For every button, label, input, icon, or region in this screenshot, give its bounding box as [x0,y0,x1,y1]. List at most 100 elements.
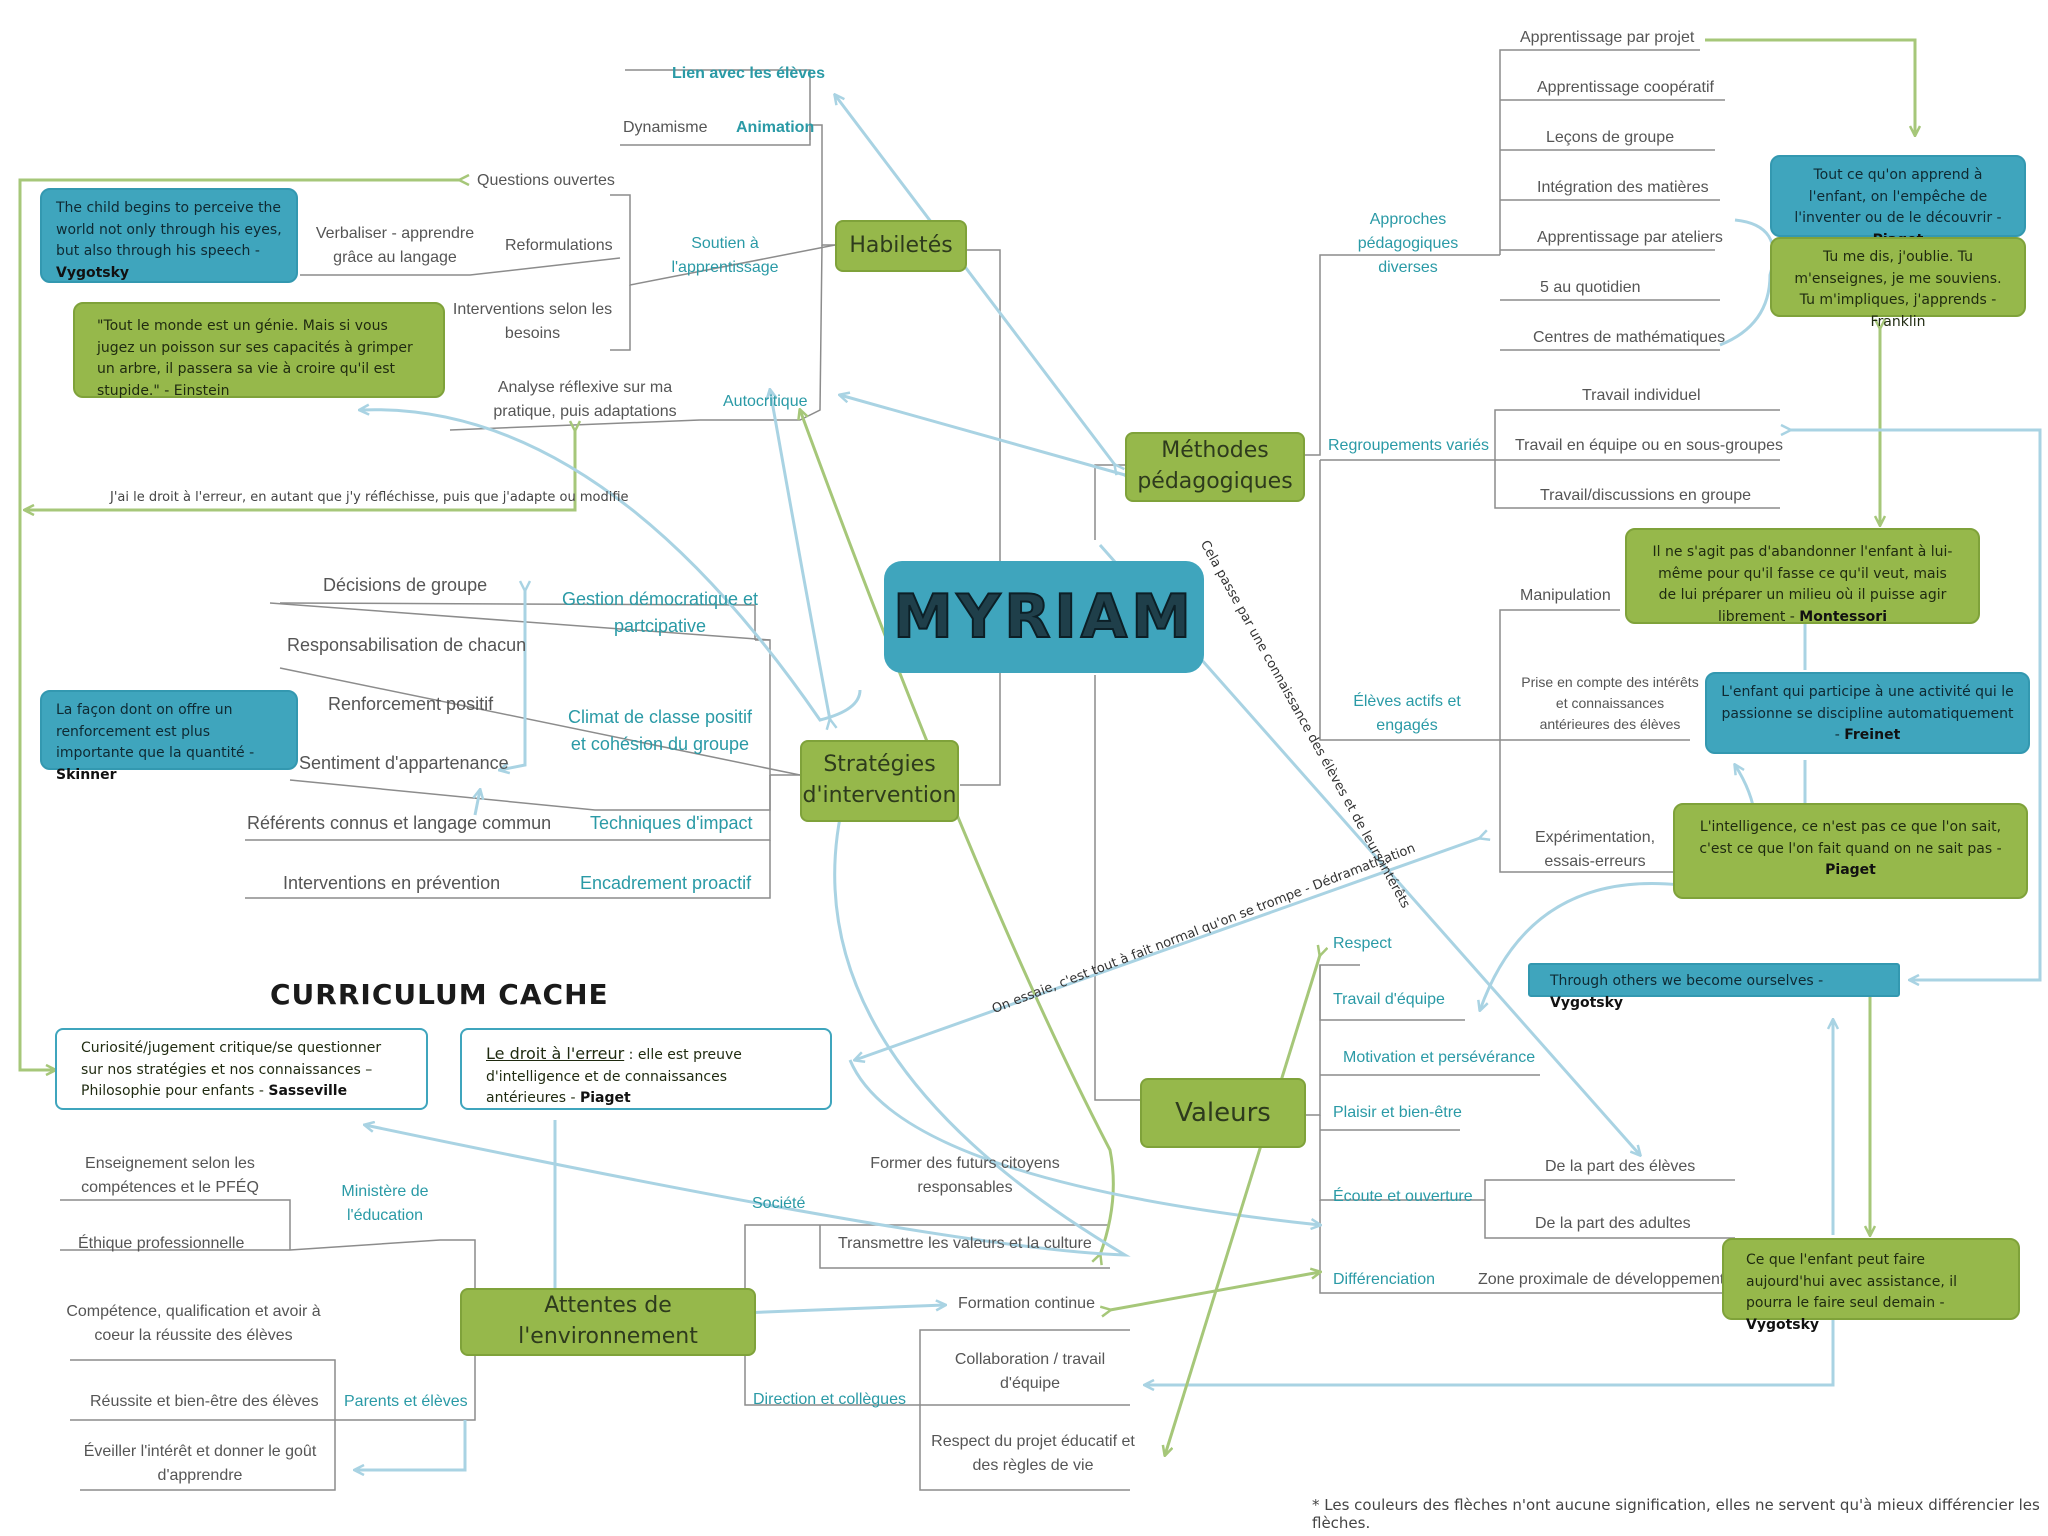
label-prise-en-compte: Prise en compte des intérêts et connaiss… [1521,674,1699,732]
valeurs-item: Plaisir et bien-être [1333,1104,1462,1121]
node-methodes: Méthodes pédagogiques [1125,432,1305,502]
label-eleves: Élèves actifs et engagés [1353,693,1461,734]
node-valeurs-label: Valeurs [1175,1097,1271,1128]
node-habiletes-label: Habiletés [849,232,953,258]
quote-prefix: Le droit à l'erreur [486,1044,625,1063]
regroupements-item: Travail individuel [1582,387,1701,404]
label-experimentation: Expérimentation, essais-erreurs [1534,829,1656,870]
quote-vygotsky-3: Ce que l'enfant peut faire aujourd'hui a… [1722,1238,2020,1333]
valeurs-item: Travail d'équipe [1333,991,1445,1008]
label-prevention: Interventions en prévention [283,873,501,893]
quote-piaget-3: Le droit à l'erreur : elle est preuve d'… [460,1028,832,1110]
quote-author: Freinet [1844,727,1901,744]
label-animation: Animation [736,119,815,136]
label-soutien: Soutien à l'apprentissage [671,235,779,276]
quote-freinet: L'enfant qui participe à une activité qu… [1705,672,2030,754]
node-attentes: Attentes de l'environnement [460,1288,756,1356]
approches-item: Apprentissage par projet [1520,29,1695,46]
label-zone: Zone proximale de développement [1478,1271,1725,1288]
regroupements-item: Travail/discussions en groupe [1540,487,1752,504]
node-strategies-label: Stratégies d'intervention [802,752,957,808]
footnote: * Les couleurs des flèches n'ont aucune … [1312,1496,2040,1532]
node-attentes-label: Attentes de l'environnement [518,1293,698,1349]
node-habiletes: Habiletés [835,220,967,272]
approches-item: Centres de mathématiques [1533,329,1726,346]
label-gestion: Gestion démocratique et partcipative [561,589,759,636]
quote-text: Ce que l'enfant peut faire aujourd'hui a… [1746,1252,1958,1312]
quote-author: Skinner [56,767,117,784]
label-direction-1: Formation continue [958,1295,1095,1312]
quote-author: Vygotsky [1550,994,1624,1011]
quote-text: Il ne s'agit pas d'abandonner l'enfant à… [1652,544,1953,626]
node-valeurs: Valeurs [1140,1078,1306,1148]
label-questions: Questions ouvertes [477,172,615,189]
node-methodes-label: Méthodes pédagogiques [1137,438,1293,494]
annotation-droit-erreur: J'ai le droit à l'erreur, en autant que … [110,490,629,505]
quote-text: : elle est preuve d'intelligence et de c… [486,1047,742,1107]
quote-vygotsky-2: Through others we become ourselves - Vyg… [1528,963,1900,1011]
valeurs-item: Différenciation [1333,1271,1435,1288]
quote-sasseville: Curiosité/jugement critique/se questionn… [55,1028,428,1110]
label-ministere: Ministère de l'éducation [341,1183,429,1224]
quote-franklin: Tu me dis, j'oublie. Tu m'enseignes, je … [1770,237,2026,330]
quote-author: Vygotsky [1746,1317,1820,1334]
quote-piaget-2: L'intelligence, ce n'est pas ce que l'on… [1673,803,2028,899]
center-title: MYRIAM [892,581,1195,653]
quote-skinner: La façon dont on offre un renforcement e… [40,690,298,783]
label-responsabilisation: Responsabilisation de chacun [287,635,527,655]
label-renforcement: Renforcement positif [328,694,494,714]
label-encadrement: Encadrement proactif [580,873,752,893]
approches-item: Apprentissage coopératif [1537,79,1714,96]
label-ecoute-eleves: De la part des élèves [1545,1158,1696,1175]
quote-text: Tu me dis, j'oublie. Tu m'enseignes, je … [1794,249,2002,331]
label-direction: Direction et collègues [753,1391,906,1408]
label-interventions: Interventions selon les besoins [452,301,613,342]
label-ministere-1: Enseignement selon les compétences et le… [81,1155,259,1196]
approches-item: Leçons de groupe [1546,129,1675,146]
quote-montessori: Il ne s'agit pas d'abandonner l'enfant à… [1625,528,1980,626]
quote-piaget-1: Tout ce qu'on apprend à l'enfant, on l'e… [1770,155,2026,248]
label-analyse: Analyse réflexive sur ma pratique, puis … [493,379,677,420]
quote-text: La façon dont on offre un renforcement e… [56,702,255,762]
label-techniques: Techniques d'impact [590,813,753,833]
label-ministere-2: Éthique professionnelle [78,1235,245,1252]
label-sentiment: Sentiment d'appartenance [299,753,509,773]
quote-text: L'enfant qui participe à une activité qu… [1721,684,2014,744]
label-societe-1: Former des futurs citoyens responsables [870,1155,1060,1196]
label-reformulations: Reformulations [505,237,613,254]
regroupements-item: Travail en équipe ou en sous-groupes [1515,437,1784,454]
label-approches: Approches pédagogiques diverses [1357,211,1459,276]
curriculum-cache-title: CURRICULUM CACHE [270,978,609,1011]
label-parents-2: Réussite et bien-être des élèves [90,1393,319,1410]
label-parents: Parents et élèves [344,1393,468,1410]
quote-author: Piaget [1825,862,1876,879]
label-dynamisme: Dynamisme [623,119,708,136]
quote-text: "Tout le monde est un génie. Mais si vou… [97,318,413,400]
label-societe-2: Transmettre les valeurs et la culture [838,1235,1092,1252]
approches-item: Intégration des matières [1537,179,1709,196]
label-parents-1: Compétence, qualification et avoir à coe… [66,1303,321,1344]
quote-vygotsky-1: The child begins to perceive the world n… [40,188,298,283]
quote-text: Tout ce qu'on apprend à l'enfant, on l'e… [1794,167,2002,227]
label-autocritique: Autocritique [723,393,808,410]
label-lien: Lien avec les élèves [672,65,825,82]
quote-text: Curiosité/jugement critique/se questionn… [81,1040,382,1100]
valeurs-item: Respect [1333,935,1392,952]
quote-einstein: "Tout le monde est un génie. Mais si vou… [73,302,445,400]
quote-text: The child begins to perceive the world n… [56,200,282,260]
label-climat: Climat de classe positif et cohésion du … [567,707,753,754]
label-ecoute-adultes: De la part des adultes [1535,1215,1691,1232]
quote-text: Through others we become ourselves - [1550,973,1824,989]
valeurs-item: Écoute et ouverture [1333,1188,1473,1205]
center-node: MYRIAM [884,561,1204,673]
quote-author: Sasseville [268,1083,348,1100]
label-societe: Société [752,1195,806,1212]
quote-author: Vygotsky [56,265,130,282]
label-direction-3: Respect du projet éducatif et des règles… [931,1433,1135,1474]
node-strategies: Stratégies d'intervention [800,740,959,822]
label-direction-2: Collaboration / travail d'équipe [954,1351,1106,1392]
quote-text: L'intelligence, ce n'est pas ce que l'on… [1699,819,2002,857]
label-decisions: Décisions de groupe [323,575,488,595]
approches-item: Apprentissage par ateliers [1537,229,1723,246]
quote-author: Montessori [1799,609,1887,626]
